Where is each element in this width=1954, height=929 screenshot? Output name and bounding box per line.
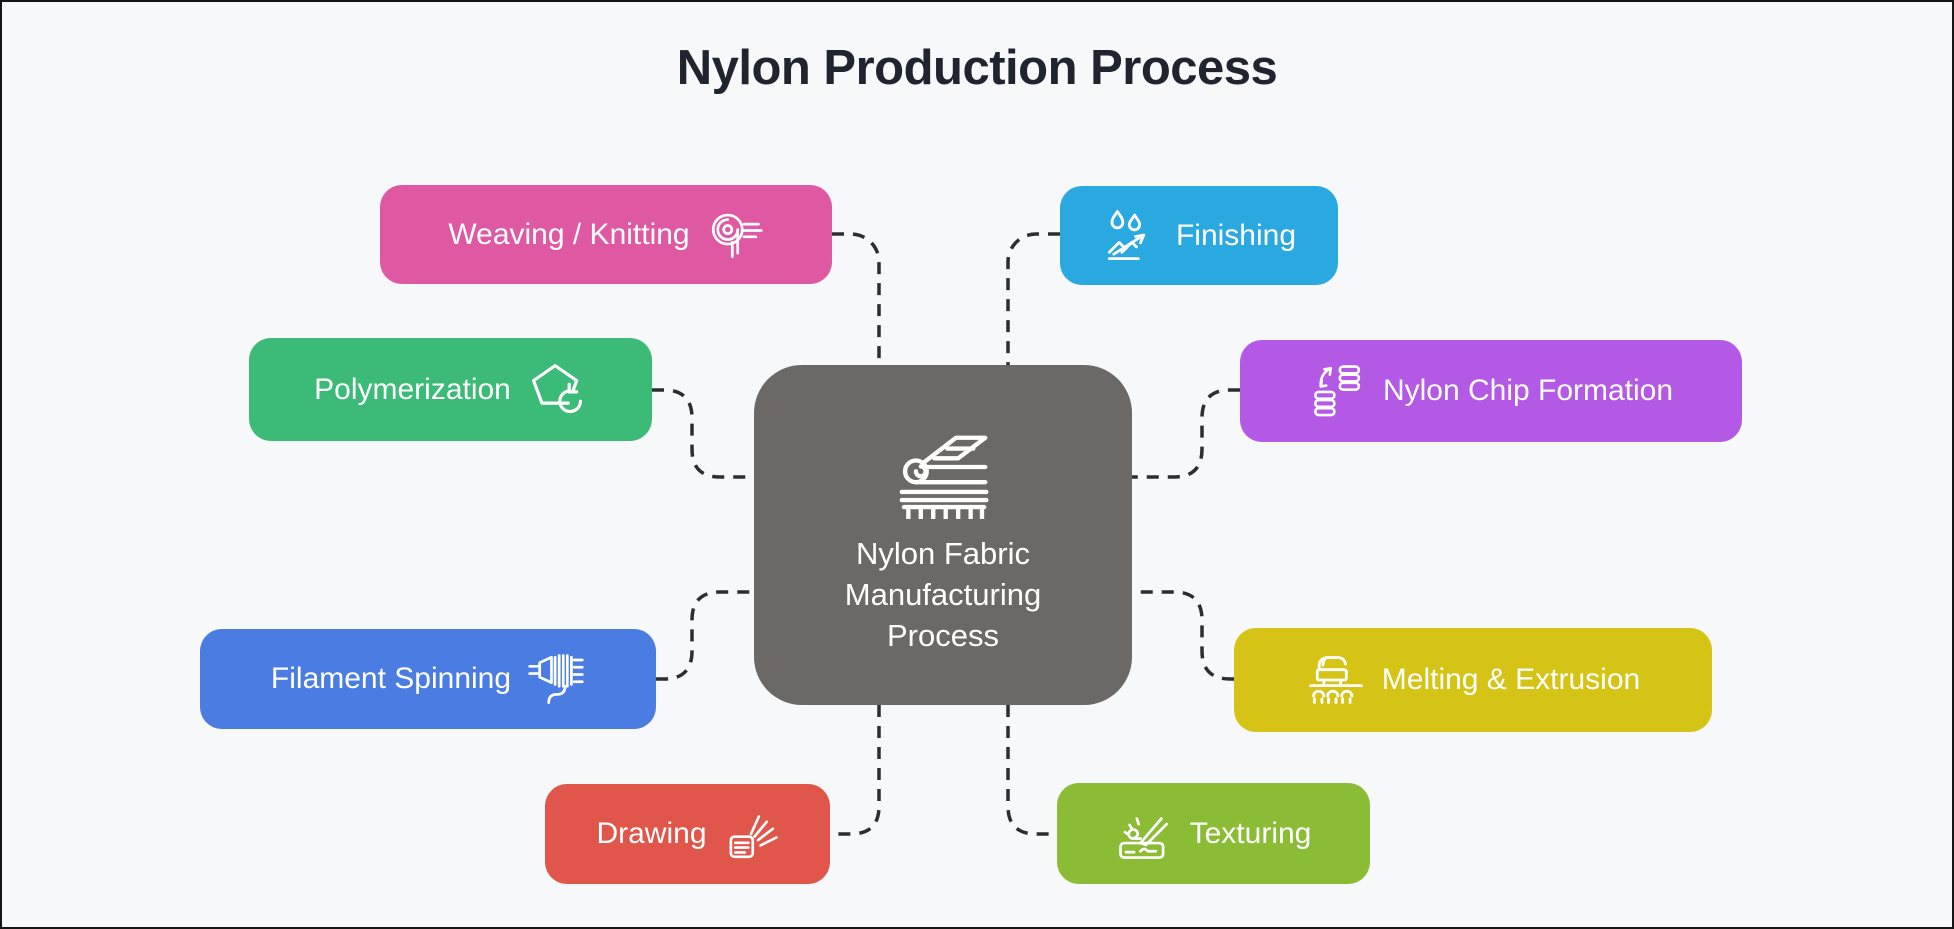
node-weaving-knitting[interactable]: Weaving / Knitting bbox=[380, 185, 832, 284]
central-label-line2: Manufacturing bbox=[844, 576, 1042, 612]
node-nylon-chip-formation[interactable]: Nylon Chip Formation bbox=[1240, 340, 1742, 442]
yarn-ball-icon bbox=[711, 213, 763, 258]
connector-filament bbox=[656, 590, 754, 681]
pentagon-cycle-icon bbox=[531, 363, 582, 413]
spinneret-icon bbox=[528, 654, 584, 704]
node-finishing[interactable]: Finishing bbox=[1060, 186, 1338, 285]
central-label-line3: Process bbox=[887, 617, 999, 653]
node-melting-extrusion-label: Melting & Extrusion bbox=[1381, 663, 1641, 696]
page-title: Nylon Production Process bbox=[676, 41, 1278, 95]
node-drawing[interactable]: Drawing bbox=[545, 784, 830, 884]
node-texturing-label: Texturing bbox=[1189, 816, 1312, 850]
stretch-stack-icon bbox=[729, 815, 778, 859]
node-filament-spinning[interactable]: Filament Spinning bbox=[200, 629, 656, 729]
node-texturing[interactable]: Texturing bbox=[1057, 783, 1370, 884]
connector-finishing bbox=[1006, 232, 1060, 365]
connector-weaving bbox=[832, 232, 881, 365]
connector-chip bbox=[1132, 388, 1240, 479]
chip-stacks-icon bbox=[1313, 365, 1361, 417]
central-node[interactable]: Nylon Fabric Manufacturing Process bbox=[754, 365, 1132, 705]
node-filament-spinning-label: Filament Spinning bbox=[270, 662, 512, 695]
connector-texturing bbox=[1006, 705, 1057, 836]
node-polymerization-label: Polymerization bbox=[314, 372, 511, 406]
node-finishing-label: Finishing bbox=[1175, 218, 1297, 252]
engraver-icon bbox=[1118, 816, 1168, 859]
connector-drawing bbox=[830, 705, 881, 836]
connector-polymer bbox=[652, 388, 754, 479]
water-repel-icon bbox=[1107, 209, 1146, 260]
central-label-line1: Nylon Fabric bbox=[856, 535, 1030, 571]
node-drawing-label: Drawing bbox=[596, 817, 707, 850]
node-nylon-chip-formation-label: Nylon Chip Formation bbox=[1382, 374, 1674, 407]
fabric-loom-icon bbox=[899, 435, 989, 519]
extruder-icon bbox=[1309, 656, 1363, 704]
node-melting-extrusion[interactable]: Melting & Extrusion bbox=[1234, 628, 1712, 732]
node-weaving-knitting-label: Weaving / Knitting bbox=[448, 217, 690, 251]
node-polymerization[interactable]: Polymerization bbox=[249, 338, 652, 441]
connector-melting bbox=[1132, 590, 1234, 681]
